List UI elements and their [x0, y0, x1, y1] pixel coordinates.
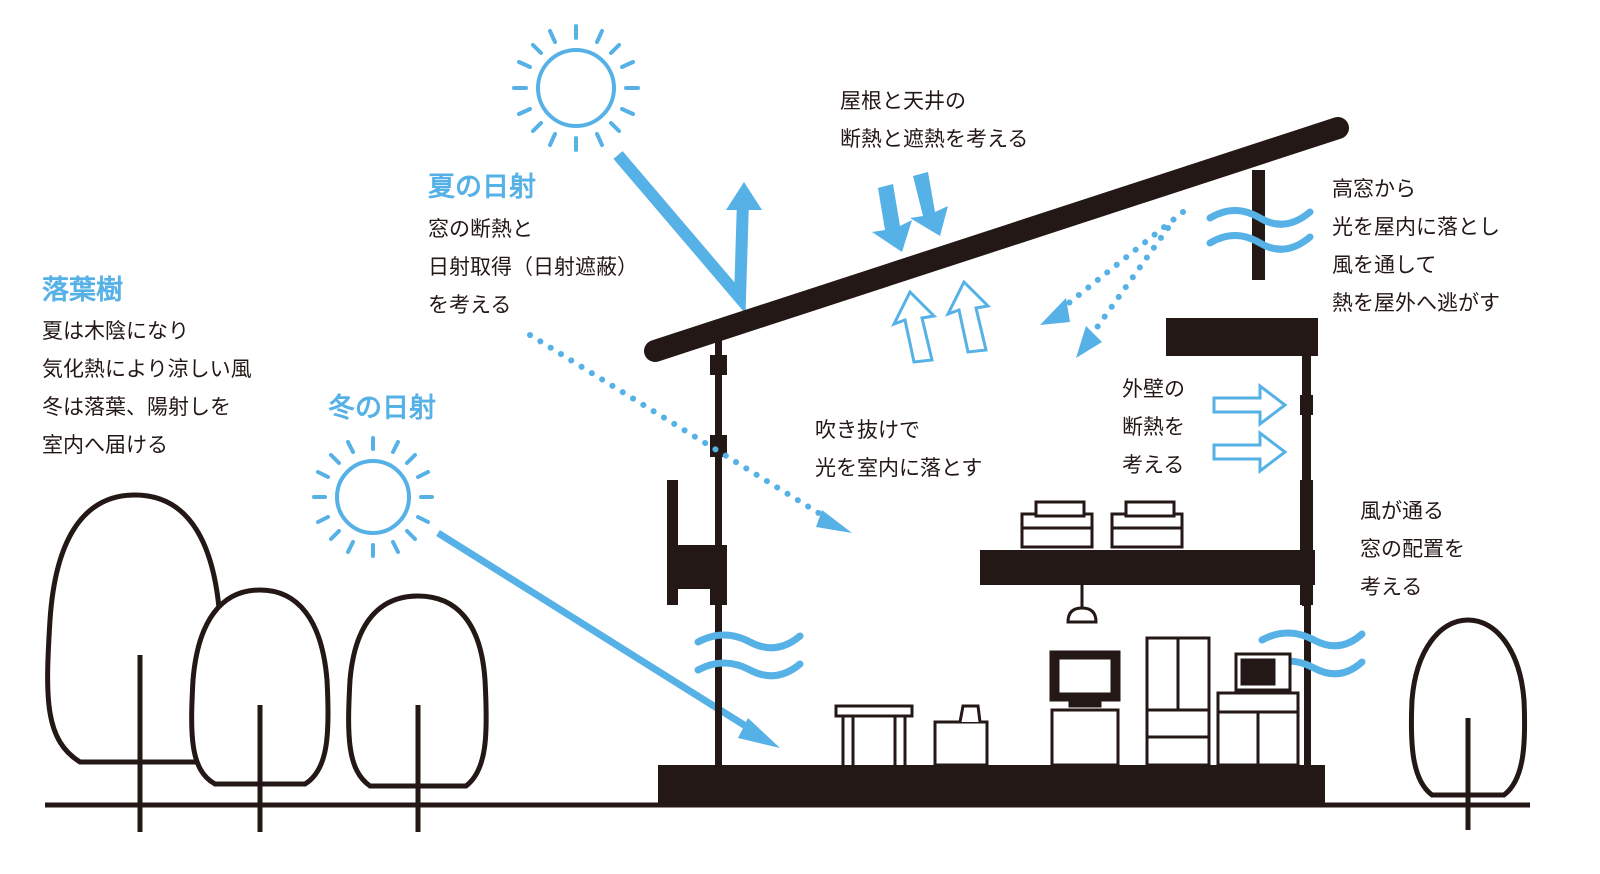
roof-description: 屋根と天井の 断熱と遮熱を考える: [840, 82, 1028, 158]
lamp-icon: [1066, 585, 1098, 624]
deciduous-line: 夏は木陰になり: [42, 319, 189, 343]
outer-wall-description: 外壁の 断熱を 考える: [1122, 370, 1185, 484]
wind-icon: [694, 631, 804, 680]
chair-icon: [933, 704, 989, 767]
summer-sun-title: 夏の日射: [428, 172, 536, 203]
summer-sun-line: 窓の断熱と: [428, 217, 533, 241]
tree-icon: [346, 593, 489, 832]
deciduous-line: 気化熱により涼しい風: [42, 357, 252, 381]
tv-icon: [1049, 650, 1121, 767]
refrigerator-icon: [1145, 636, 1211, 767]
high-window-dotted-line: [1085, 225, 1171, 343]
atrium-line: 吹き抜けで: [815, 418, 920, 442]
outer-wall-line: 断熱を: [1122, 415, 1185, 439]
winter-sun-title: 冬の日射: [328, 393, 436, 424]
deciduous-title: 落葉樹: [42, 275, 123, 306]
high-window-line: 熱を屋外へ逃がす: [1332, 291, 1500, 315]
high-window-description: 高窓から 光を屋内に落とし 風を通して 熱を屋外へ逃がす: [1332, 170, 1500, 322]
outer-wall-line: 考える: [1122, 453, 1185, 477]
summer-ray-arrow: [613, 151, 749, 314]
atrium-description: 吹き抜けで 光を室内に落とす: [815, 411, 982, 487]
bed-icon: [1110, 500, 1184, 549]
microwave-icon: [1216, 652, 1300, 767]
summer-sun-line: を考える: [428, 293, 512, 317]
tree-icon: [1408, 617, 1528, 830]
table-icon: [834, 704, 914, 765]
bed-icon: [1020, 500, 1094, 549]
ventilation-line: 考える: [1360, 575, 1423, 599]
outer-wall-line: 外壁の: [1122, 377, 1185, 401]
arrow-head: [738, 718, 780, 748]
deciduous-line: 冬は落葉、陽射しを: [42, 395, 231, 419]
summer-sun-description: 窓の断熱と 日射取得（日射遮蔽） を考える: [428, 210, 638, 324]
summer-sun-icon: [512, 24, 640, 152]
ventilation-line: 風が通る: [1360, 499, 1444, 523]
high-window-dotted-line: [1057, 209, 1186, 313]
tree-icon: [189, 587, 331, 832]
high-window-line: 高窓から: [1332, 177, 1416, 201]
deciduous-description: 夏は木陰になり 気化熱により涼しい風 冬は落葉、陽射しを 室内へ届ける: [42, 312, 252, 464]
winter-ray-arrow: [436, 530, 762, 738]
high-window-line: 風を通して: [1332, 253, 1437, 277]
roof-line: 屋根と天井の: [840, 89, 966, 113]
high-window-line: 光を屋内に落とし: [1332, 215, 1500, 239]
deciduous-line: 室内へ届ける: [42, 433, 168, 457]
heat-up-arrows: [890, 279, 992, 364]
summer-sun-line: 日射取得（日射遮蔽）: [428, 255, 638, 279]
heat-down-arrows: [872, 172, 948, 252]
winter-sun-icon: [312, 436, 434, 558]
wind-icon: [1206, 207, 1314, 253]
atrium-line: 光を室内に落とす: [815, 456, 983, 480]
ventilation-description: 風が通る 窓の配置を 考える: [1360, 492, 1465, 606]
summer-light-dotted-line: [527, 332, 833, 523]
roof-line: 断熱と遮熱を考える: [840, 127, 1029, 151]
house-structure: [644, 117, 1349, 805]
ventilation-line: 窓の配置を: [1360, 537, 1465, 561]
wall-heat-arrows: [1212, 382, 1288, 475]
arrow-head: [726, 182, 762, 210]
